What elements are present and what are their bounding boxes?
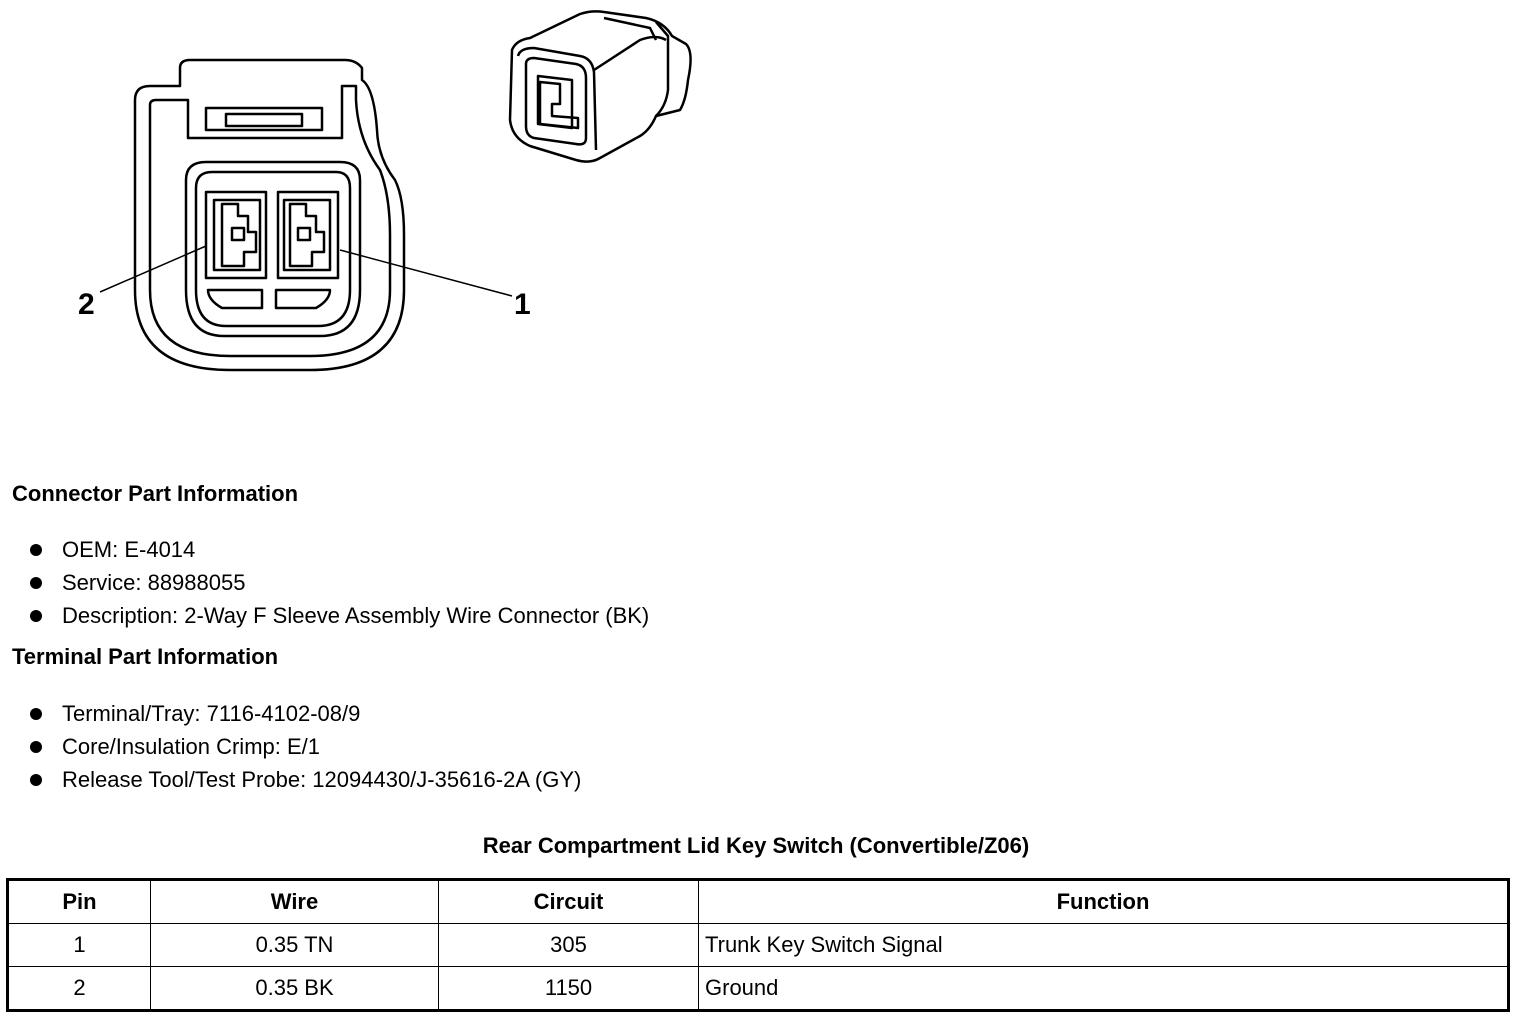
terminal-crimp: Core/Insulation Crimp: E/1 — [62, 734, 320, 759]
table-row: 1 0.35 TN 305 Trunk Key Switch Signal — [7, 923, 1509, 967]
table-row: 2 0.35 BK 1150 Ground — [7, 966, 1509, 1011]
pin-2-label: 2 — [78, 288, 95, 321]
connector-isometric-view — [508, 10, 692, 163]
list-item: Terminal/Tray: 7116-4102-08/9 — [24, 697, 581, 730]
cell-circuit: 305 — [438, 923, 699, 967]
pin-2-leader-line — [99, 245, 207, 293]
connector-info-heading: Connector Part Information — [12, 481, 299, 506]
connector-oem: OEM: E-4014 — [62, 537, 196, 562]
pinout-table: Pin Wire Circuit Function 1 0.35 TN 305 … — [6, 878, 1510, 1012]
cell-circuit: 1150 — [438, 966, 699, 1011]
connector-info-list: OEM: E-4014 Service: 88988055 Descriptio… — [24, 533, 649, 632]
cell-function: Ground — [698, 966, 1509, 1011]
bullet-icon — [30, 708, 42, 720]
list-item: Service: 88988055 — [24, 566, 649, 599]
bullet-icon — [30, 577, 42, 589]
list-item: OEM: E-4014 — [24, 533, 649, 566]
connector-service: Service: 88988055 — [62, 570, 246, 595]
terminal-info-list: Terminal/Tray: 7116-4102-08/9 Core/Insul… — [24, 697, 581, 796]
bullet-icon — [30, 774, 42, 786]
header-circuit: Circuit — [438, 879, 699, 924]
list-item: Core/Insulation Crimp: E/1 — [24, 730, 581, 763]
list-item: Description: 2-Way F Sleeve Assembly Wir… — [24, 599, 649, 632]
connector-diagram: 2 1 — [78, 10, 692, 372]
cell-pin: 2 — [7, 966, 151, 1011]
pin-1-leader-line — [339, 249, 513, 297]
pin-1-label: 1 — [514, 288, 531, 321]
connector-description: Description: 2-Way F Sleeve Assembly Wir… — [62, 603, 650, 628]
bullet-icon — [30, 610, 42, 622]
cell-wire: 0.35 BK — [150, 966, 439, 1011]
terminal-release-tool: Release Tool/Test Probe: 12094430/J-3561… — [62, 767, 582, 792]
terminal-info-heading: Terminal Part Information — [12, 644, 279, 669]
terminal-tray: Terminal/Tray: 7116-4102-08/9 — [62, 701, 361, 726]
pinout-table-title: Rear Compartment Lid Key Switch (Convert… — [482, 833, 1030, 858]
header-pin: Pin — [7, 879, 151, 924]
cell-function: Trunk Key Switch Signal — [698, 923, 1509, 967]
cell-pin: 1 — [7, 923, 151, 967]
header-wire: Wire — [150, 879, 439, 924]
bullet-icon — [30, 741, 42, 753]
connector-front-view — [133, 58, 406, 372]
list-item: Release Tool/Test Probe: 12094430/J-3561… — [24, 763, 581, 796]
table-header-row: Pin Wire Circuit Function — [7, 879, 1509, 924]
header-function: Function — [698, 879, 1509, 924]
bullet-icon — [30, 544, 42, 556]
cell-wire: 0.35 TN — [150, 923, 439, 967]
